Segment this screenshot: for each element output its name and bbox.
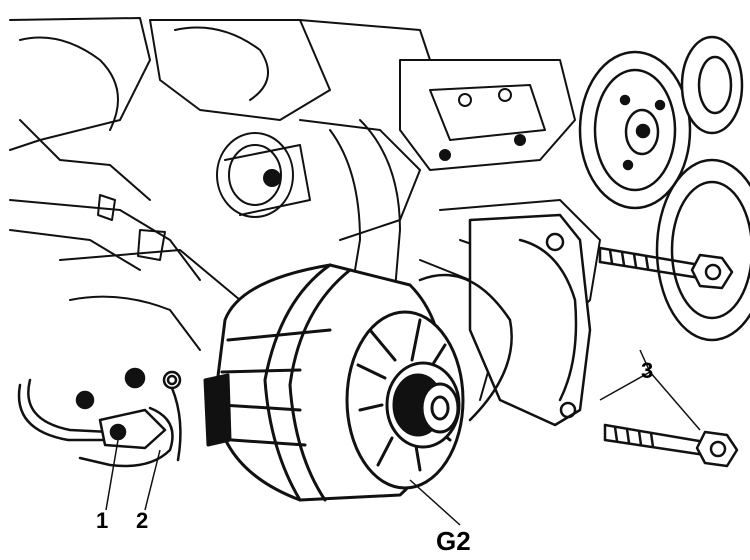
lower-mounting-bolt: [603, 423, 739, 468]
alternator-bracket: [418, 213, 592, 427]
callout-label-1: 1: [96, 508, 108, 533]
tensioner-pulley: [216, 132, 311, 218]
callout-label-3: 3: [641, 358, 653, 383]
upper-mounting-bolt: [598, 246, 734, 290]
pump-bracket: [399, 59, 576, 171]
fan-pulley: [655, 35, 750, 342]
crank-pulley: [578, 50, 692, 210]
alternator: [203, 263, 465, 502]
callout-leaders: [105, 349, 701, 526]
wiring-harness: [17, 367, 182, 468]
callout-label-2: 2: [136, 508, 148, 533]
callout-label-g2: G2: [436, 526, 471, 556]
